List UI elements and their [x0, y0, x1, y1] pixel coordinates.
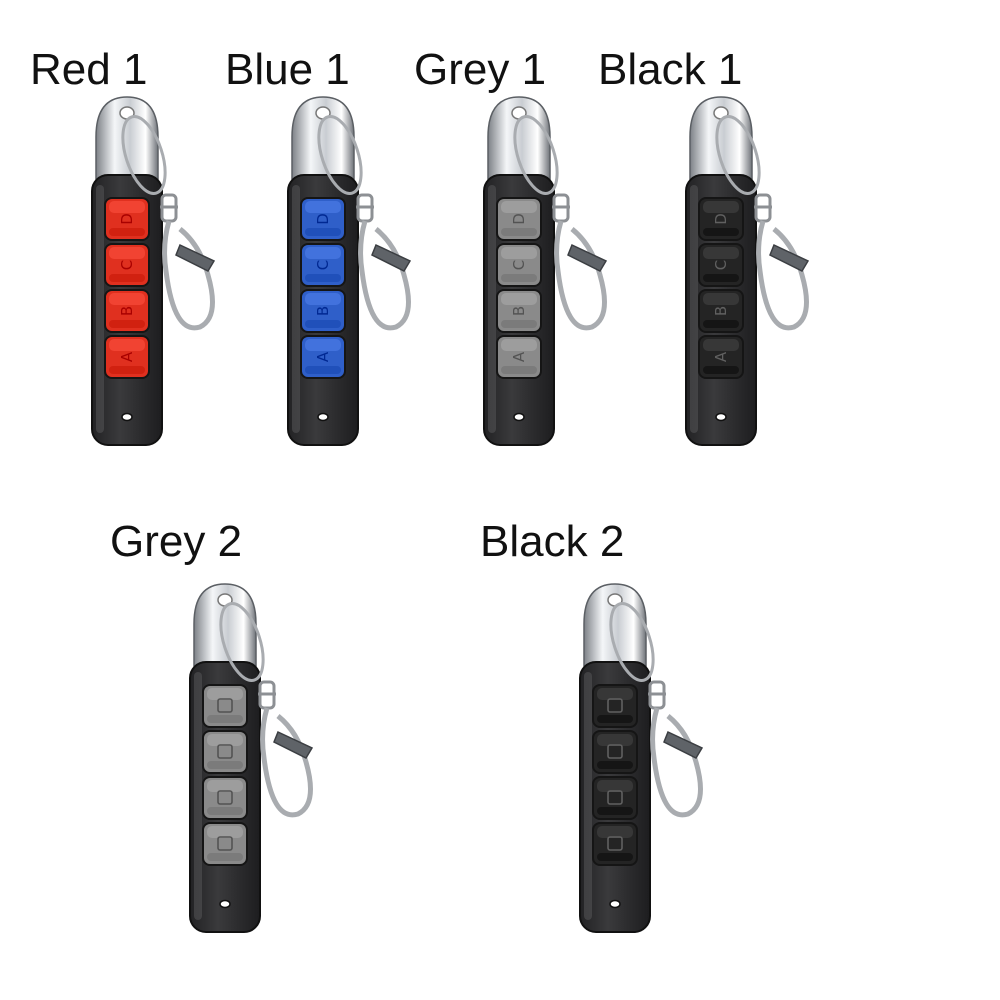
remote-button: A [300, 335, 346, 379]
remote-button: D [104, 197, 150, 241]
button-glyph-icon: C [712, 260, 730, 270]
button-glyph-icon: A [712, 351, 730, 362]
led-indicator [609, 899, 621, 909]
chrome-cap [689, 96, 753, 180]
remote-button: C [104, 243, 150, 287]
lobster-clasp [162, 220, 215, 331]
remote-button [592, 730, 638, 774]
remote-button [202, 730, 248, 774]
button-glyph-icon: D [510, 213, 528, 225]
chrome-cap [193, 583, 257, 667]
variant-label-red-1: Red 1 [30, 45, 148, 94]
variant-label-grey-1: Grey 1 [414, 45, 547, 94]
remote-grey-1: D C B A [474, 95, 624, 455]
car-icon [607, 698, 623, 713]
remote-button: B [300, 289, 346, 333]
button-glyph-icon: D [118, 213, 136, 225]
chrome-cap [583, 583, 647, 667]
led-indicator [219, 899, 231, 909]
led-indicator [121, 412, 133, 422]
remote-button [592, 822, 638, 866]
variant-label-black-1: Black 1 [598, 45, 743, 94]
key-ring [121, 115, 167, 195]
button-glyph-icon: C [118, 260, 136, 270]
remote-button: B [104, 289, 150, 333]
clasp-lever [273, 730, 314, 759]
remote-button: C [496, 243, 542, 287]
remote-button: D [300, 197, 346, 241]
clasp-lever [663, 730, 704, 759]
remote-black-2 [570, 582, 720, 942]
lobster-clasp [260, 707, 313, 818]
lobster-clasp [650, 707, 703, 818]
key-fob-remote: D C B A [287, 96, 412, 446]
key-ring [317, 115, 363, 195]
button-glyph-icon: A [314, 351, 332, 362]
lock-icon [217, 836, 233, 851]
button-glyph-icon: B [510, 306, 528, 316]
unlock-icon [217, 790, 233, 805]
lobster-clasp [358, 220, 411, 331]
remote-grey-2 [180, 582, 330, 942]
variant-label-grey-2: Grey 2 [110, 517, 243, 566]
key-ring [715, 115, 761, 195]
key-fob-remote: D C B A [91, 96, 216, 446]
button-glyph-icon: A [510, 351, 528, 362]
remote-button: D [698, 197, 744, 241]
key-ring [609, 602, 655, 682]
key-fob-remote [579, 583, 704, 933]
clasp-lever [769, 243, 810, 272]
remote-button [202, 822, 248, 866]
led-indicator [317, 412, 329, 422]
button-glyph-icon: C [510, 260, 528, 270]
button-glyph-icon: B [314, 306, 332, 316]
lobster-clasp [554, 220, 607, 331]
button-glyph-icon: C [314, 260, 332, 270]
key-fob-remote: D C B A [685, 96, 810, 446]
key-fob-remote: D C B A [483, 96, 608, 446]
remote-black-1: D C B A [676, 95, 826, 455]
variant-label-black-2: Black 2 [480, 517, 625, 566]
remote-button: B [698, 289, 744, 333]
remote-red-1: D C B A [82, 95, 232, 455]
remote-button [592, 684, 638, 728]
square-icon [607, 744, 623, 759]
key-ring [513, 115, 559, 195]
clasp-lever [175, 243, 216, 272]
button-glyph-icon: A [118, 351, 136, 362]
remote-button: A [496, 335, 542, 379]
key-ring [219, 602, 265, 682]
remote-button [202, 776, 248, 820]
button-glyph-icon: B [712, 306, 730, 316]
remote-blue-1: D C B A [278, 95, 428, 455]
remote-button: B [496, 289, 542, 333]
key-fob-remote [189, 583, 314, 933]
unlock-icon [607, 790, 623, 805]
remote-button: A [104, 335, 150, 379]
chrome-cap [95, 96, 159, 180]
lock-icon [607, 836, 623, 851]
remote-button: A [698, 335, 744, 379]
chrome-cap [487, 96, 551, 180]
led-indicator [513, 412, 525, 422]
clasp-lever [567, 243, 608, 272]
remote-button: C [698, 243, 744, 287]
lobster-clasp [756, 220, 809, 331]
car-icon [217, 698, 233, 713]
clasp-lever [371, 243, 412, 272]
button-glyph-icon: D [314, 213, 332, 225]
button-glyph-icon: D [712, 213, 730, 225]
remote-button: C [300, 243, 346, 287]
button-glyph-icon: B [118, 306, 136, 316]
remote-button: D [496, 197, 542, 241]
remote-button [592, 776, 638, 820]
led-indicator [715, 412, 727, 422]
square-icon [217, 744, 233, 759]
remote-button [202, 684, 248, 728]
variant-label-blue-1: Blue 1 [225, 45, 350, 94]
chrome-cap [291, 96, 355, 180]
